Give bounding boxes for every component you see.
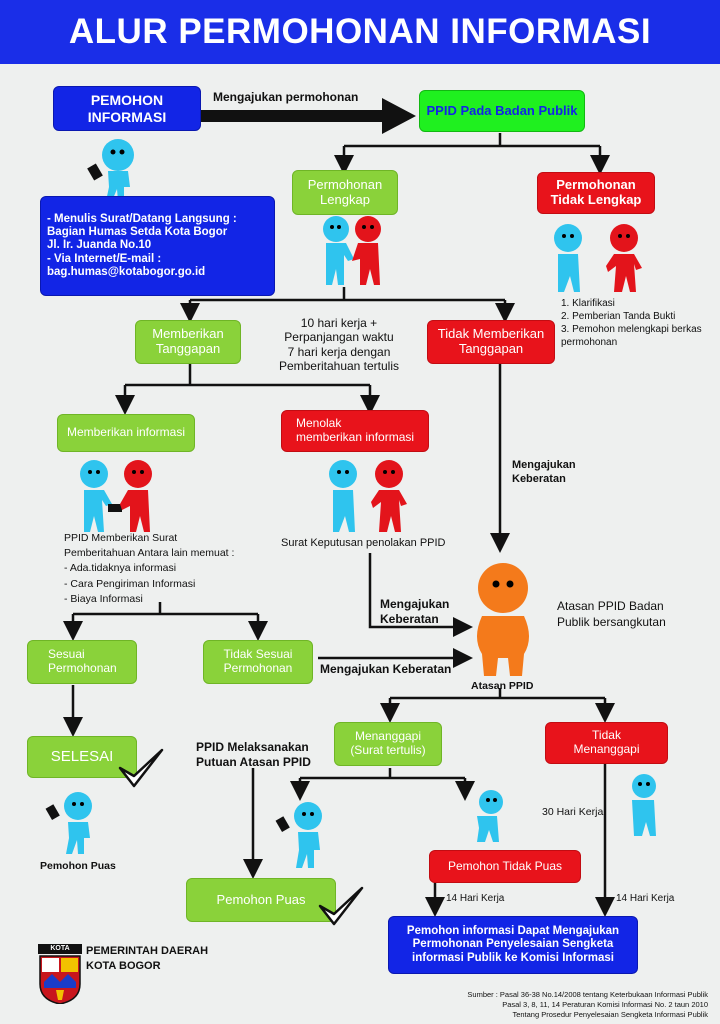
pemohon-puas-box: Pemohon Puas: [186, 878, 336, 922]
memberikan-informasi-box: Memberikan informasi: [57, 414, 195, 452]
tidak-sesuai-label: Tidak Sesuai Permohonan: [223, 647, 293, 675]
memberikan-informasi-label: Memberikan informasi: [66, 425, 186, 440]
hari-30-label: 30 Hari Kerja: [542, 806, 604, 818]
menolak-label: Menolak memberikan informasi: [296, 416, 415, 444]
permohonan-lengkap-label: Permohonan Lengkap: [307, 176, 383, 207]
tidak-memberikan-tanggapan-label: Tidak Memberikan Tanggapan: [437, 326, 545, 356]
tidak-menanggapi-figure-icon: [632, 774, 656, 836]
permohonan-lengkap-box: Permohonan Lengkap: [292, 170, 398, 215]
atasan-ppid-label: Atasan PPID: [471, 680, 534, 692]
tidak-memberikan-tanggapan-box: Tidak Memberikan Tanggapan: [427, 320, 555, 364]
final-komisi-box: Pemohon informasi Dapat Mengajukan Permo…: [388, 916, 638, 974]
title-banner: [0, 0, 720, 64]
ppid-label: PPID Pada Badan Publik: [426, 102, 578, 118]
puas-figure-icon: [275, 802, 322, 868]
kota-bogor-logo: KOTA BOGOR: [38, 944, 82, 1005]
memberikan-tanggapan-box: Memberikan Tanggapan: [135, 320, 241, 364]
sesuai-permohonan-label: Sesuai Permohonan: [48, 647, 117, 675]
pemohon-puas-label: Pemohon Puas: [40, 860, 116, 872]
menolak-box: Menolak memberikan informasi: [281, 410, 429, 452]
selesai-label: SELESAI: [50, 748, 114, 766]
checkmark-icon: [118, 748, 164, 788]
hari-14-left-label: 14 Hari Kerja: [446, 893, 505, 904]
ppid-melaksanakan-label: PPID Melaksanakan Putuan Atasan PPID: [196, 740, 311, 769]
logo-banner: KOTA BOGOR: [38, 944, 82, 962]
pemerintah-daerah-label: PEMERINTAH DAERAH KOTA BOGOR: [86, 945, 209, 972]
mengajukan-keberatan-label-1: Mengajukan Keberatan: [512, 459, 576, 486]
exchange-figures-icon: [80, 460, 152, 532]
pemohon-informasi-box: PEMOHON INFORMASI: [53, 86, 201, 131]
checkmark-icon-2: [318, 886, 364, 926]
contact-info-text: - Menulis Surat/Datang Langsung : Bagian…: [47, 212, 237, 278]
tidak-puas-figure-icon: [477, 790, 503, 842]
ppid-surat-note: PPID Memberikan Surat Pemberitahuan Anta…: [64, 532, 235, 605]
hari-14-right-label: 14 Hari Kerja: [616, 893, 675, 904]
final-komisi-label: Pemohon informasi Dapat Mengajukan Permo…: [406, 925, 620, 964]
atasan-ppid-figure-icon: [477, 563, 529, 676]
tidak-menanggapi-box: Tidak Menanggapi: [545, 722, 668, 764]
pemohon-informasi-label: PEMOHON INFORMASI: [87, 92, 167, 125]
pemohon-puas-box-label: Pemohon Puas: [216, 891, 306, 907]
page-title: ALUR PERMOHONAN INFORMASI: [68, 12, 652, 51]
ppid-box: PPID Pada Badan Publik: [419, 90, 585, 132]
sumber-note: Sumber : Pasal 36-38 No.14/2008 tentang …: [467, 990, 708, 1020]
tidak-menanggapi-label: Tidak Menanggapi: [573, 728, 640, 756]
handshake-figures-icon: [323, 216, 381, 285]
pemohon-tidak-puas-box: Pemohon Tidak Puas: [429, 850, 581, 883]
selesai-box: SELESAI: [27, 736, 137, 778]
hari-kerja-note: 10 hari kerja + Perpanjangan waktu 7 har…: [278, 316, 400, 374]
pemohon-figure-icon: [87, 139, 134, 201]
menanggapi-box: Menanggapi (Surat tertulis): [334, 722, 442, 766]
permohonan-tidak-lengkap-box: Permohonan Tidak Lengkap: [537, 172, 655, 214]
contact-info-box: - Menulis Surat/Datang Langsung : Bagian…: [40, 196, 275, 296]
pemohon-tidak-puas-label: Pemohon Tidak Puas: [447, 858, 563, 873]
mengajukan-permohonan-label: Mengajukan permohonan: [213, 90, 359, 104]
tidak-sesuai-box: Tidak Sesuai Permohonan: [203, 640, 313, 684]
pemohon-puas-figure-icon: [45, 792, 92, 854]
atasan-desc: Atasan PPID Badan Publik bersangkutan: [557, 599, 666, 630]
permohonan-tidak-lengkap-label: Permohonan Tidak Lengkap: [550, 177, 642, 207]
logo-shield-icon: [39, 955, 81, 1005]
menanggapi-label: Menanggapi (Surat tertulis): [350, 729, 426, 757]
surat-keputusan-label: Surat Keputusan penolakan PPID: [281, 537, 446, 549]
memberikan-tanggapan-label: Memberikan Tanggapan: [152, 326, 224, 356]
tidak-lengkap-steps: 1. Klarifikasi 2. Pemberian Tanda Bukti …: [561, 298, 702, 348]
sesuai-permohonan-box: Sesuai Permohonan: [27, 640, 137, 684]
mengajukan-keberatan-label-3: Mengajukan Keberatan: [320, 662, 452, 676]
tidak-lengkap-figures-icon: [554, 224, 642, 292]
menolak-figures-icon: [329, 460, 407, 532]
mengajukan-keberatan-label-2: Mengajukan Keberatan: [380, 597, 450, 626]
